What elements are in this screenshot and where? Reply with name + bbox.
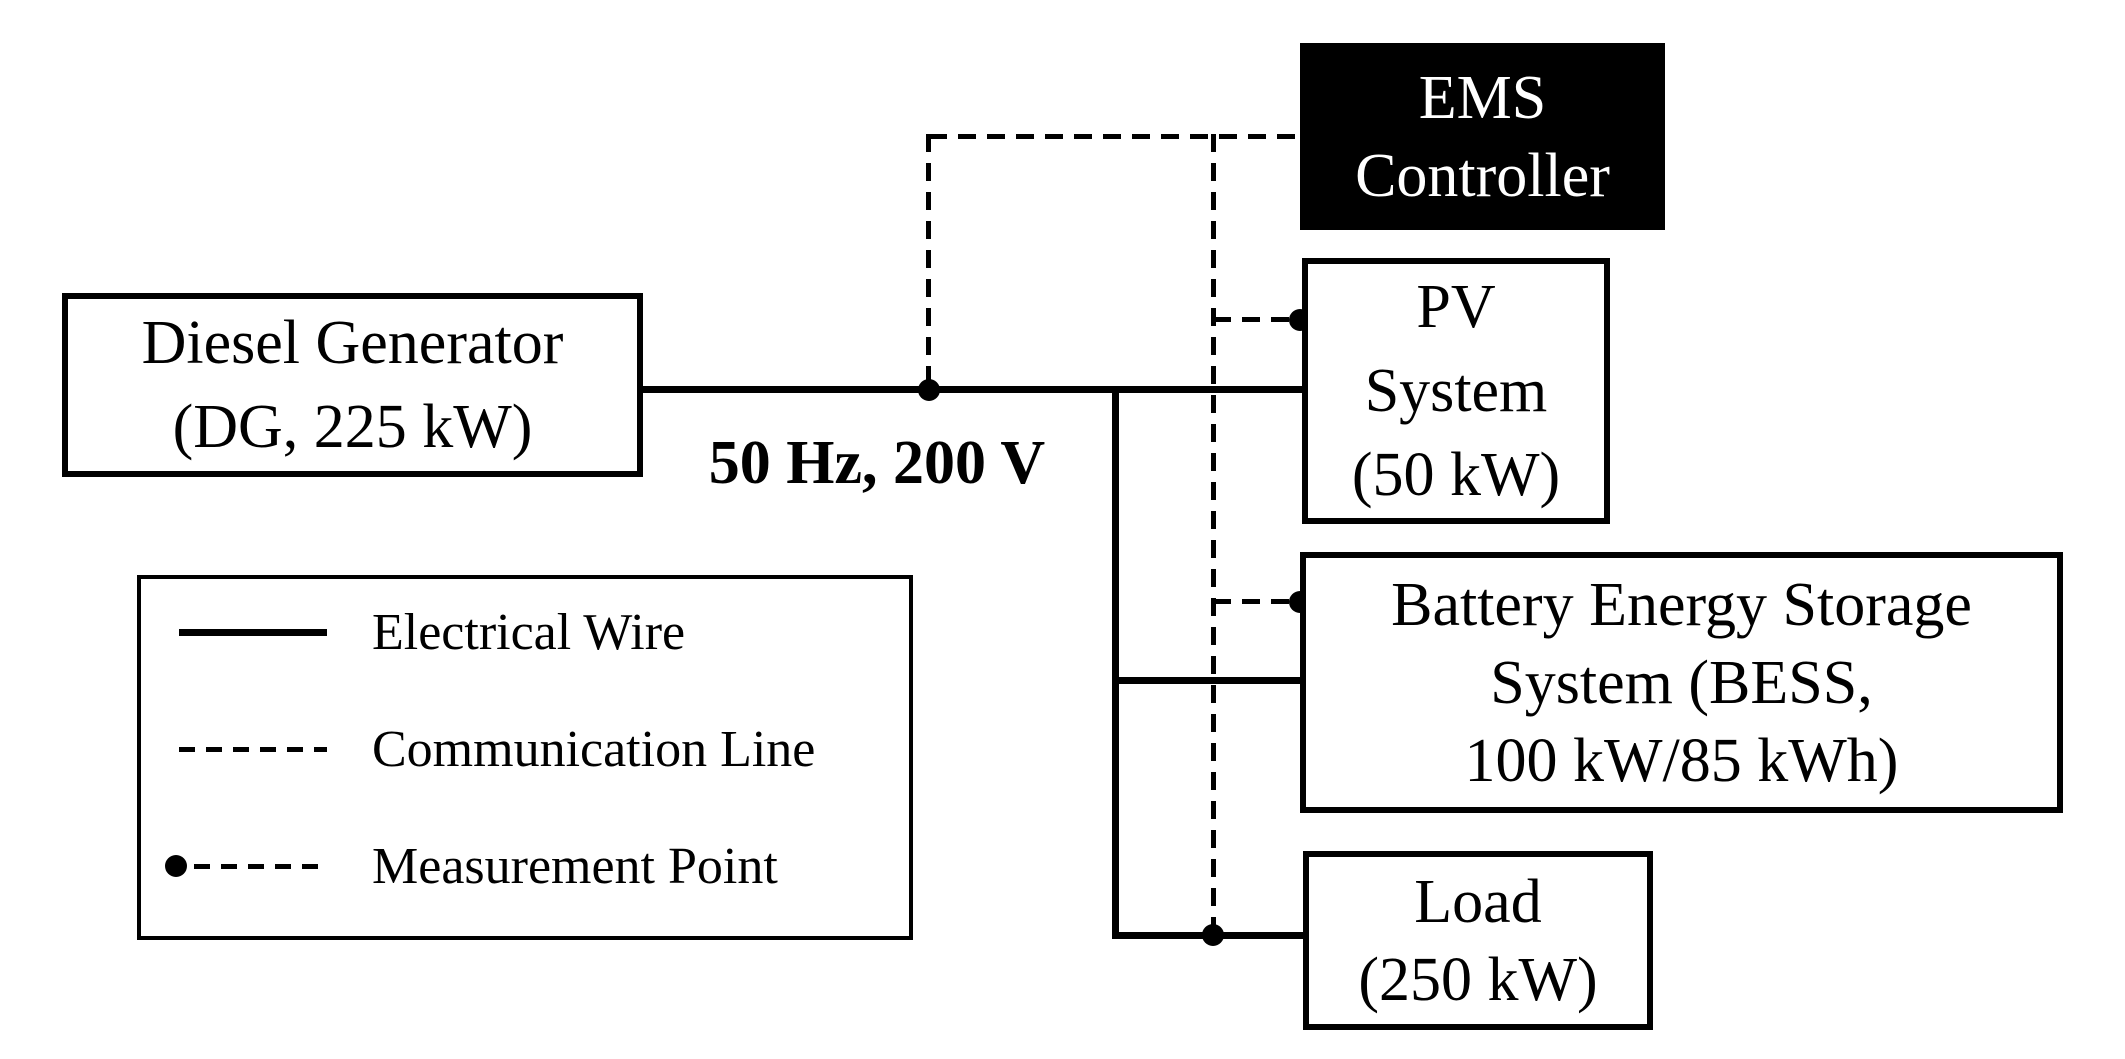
electrical-wire-bess-feeder xyxy=(1112,677,1302,684)
communication-line-pv-branch xyxy=(1213,317,1293,322)
measurement-point-load xyxy=(1202,924,1224,946)
ems-controller-label-line1: EMS xyxy=(1418,63,1547,132)
legend-item-communication-line: Communication Line xyxy=(164,714,815,784)
load-label-line1: Load xyxy=(1414,867,1542,936)
legend-item-electrical-wire: Electrical Wire xyxy=(164,597,685,667)
communication-line-trunk-vertical xyxy=(1211,134,1216,928)
pv-system-label-line1: PV xyxy=(1416,273,1496,341)
measurement-point-sample-icon xyxy=(164,831,372,901)
ems-controller-label-line2: Controller xyxy=(1355,141,1610,210)
ems-controller-node: EMS Controller xyxy=(1300,43,1665,230)
legend: Electrical Wire Communication Line Measu… xyxy=(137,575,913,940)
bess-label-line2: System (BESS, xyxy=(1490,648,1873,717)
legend-label-communication-line: Communication Line xyxy=(372,720,816,778)
diesel-generator-label-line1: Diesel Generator xyxy=(141,309,564,377)
diesel-generator-node: Diesel Generator (DG, 225 kW) xyxy=(62,293,643,477)
legend-label-measurement-point: Measurement Point xyxy=(372,837,778,895)
electrical-wire-vertical-branch xyxy=(1112,386,1119,939)
communication-line-bus-drop xyxy=(926,134,931,384)
load-node: Load (250 kW) xyxy=(1303,851,1653,1030)
legend-item-measurement-point: Measurement Point xyxy=(164,831,778,901)
legend-label-electrical-wire: Electrical Wire xyxy=(372,603,686,661)
bess-node: Battery Energy Storage System (BESS, 100… xyxy=(1300,552,2063,813)
bus-label: 50 Hz, 200 V xyxy=(708,429,1046,497)
diesel-generator-label-line2: (DG, 225 kW) xyxy=(172,393,533,461)
electrical-wire-main-bus xyxy=(643,386,1302,393)
electrical-wire-sample-icon xyxy=(164,597,372,667)
communication-line-sample-icon xyxy=(164,714,372,784)
pv-system-label-line2: System xyxy=(1364,357,1548,425)
pv-system-node: PV System (50 kW) xyxy=(1302,258,1610,524)
pv-system-label-line3: (50 kW) xyxy=(1351,441,1561,509)
communication-line-bess-branch xyxy=(1213,599,1293,604)
measurement-point-bus xyxy=(918,379,940,401)
bess-label-line1: Battery Energy Storage xyxy=(1391,570,1972,639)
load-label-line2: (250 kW) xyxy=(1358,945,1598,1014)
communication-line-ems-horizontal xyxy=(929,134,1300,139)
bess-label-line3: 100 kW/85 kWh) xyxy=(1464,726,1899,795)
